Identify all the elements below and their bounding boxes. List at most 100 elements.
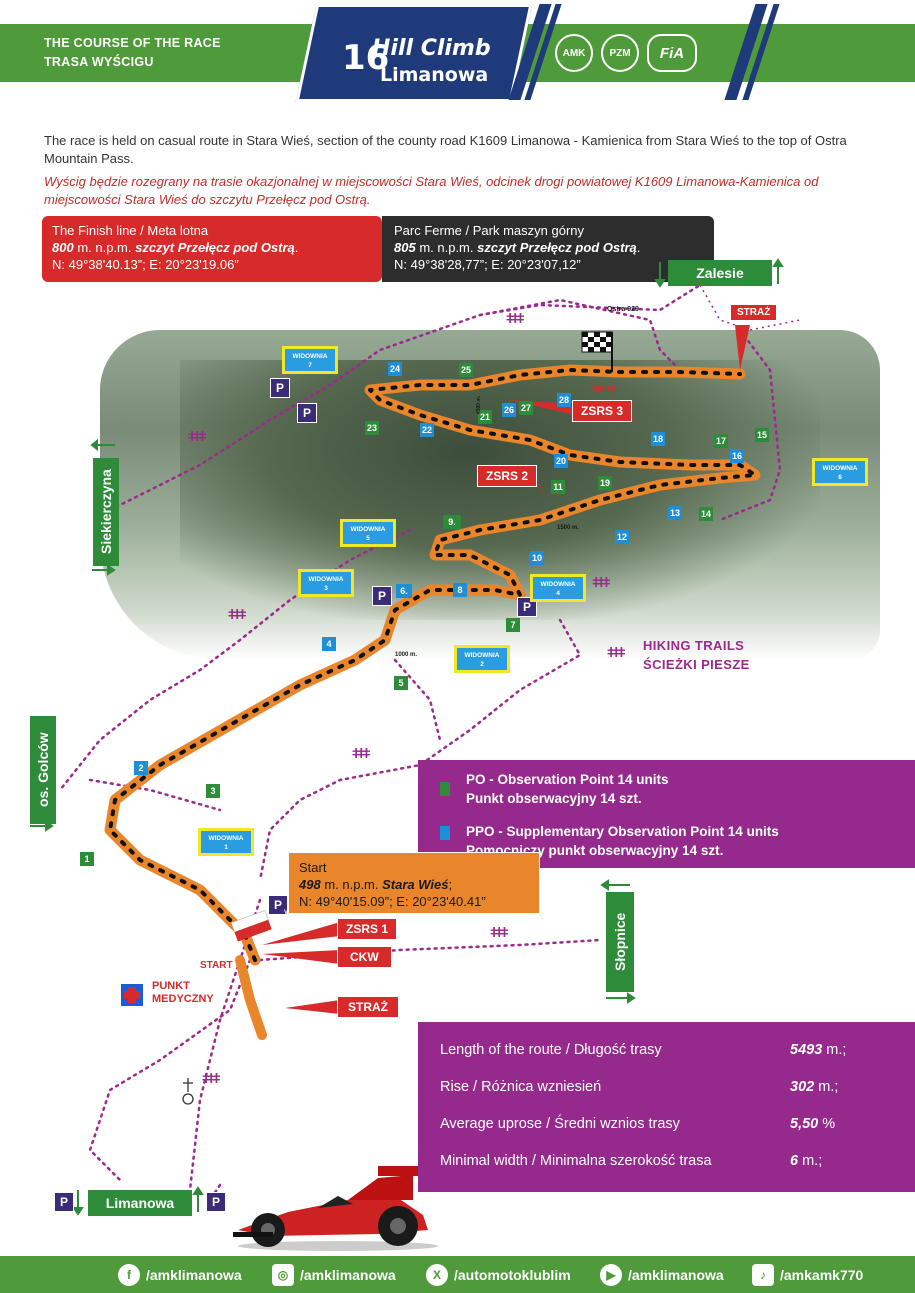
hiker-icon: ǂǂǂ — [228, 606, 246, 622]
hiking-legend-icon: ǂǂǂ — [607, 644, 625, 660]
logo-line2: Limanowa — [380, 64, 489, 86]
parking-icon: P — [206, 1192, 226, 1212]
start-lead — [235, 955, 267, 1040]
race-route — [104, 364, 761, 1040]
tiktok-icon: ♪ — [752, 1264, 774, 1286]
header-title: THE COURSE OF THE RACE TRASA WYŚCIGU — [44, 34, 221, 72]
trail-east — [718, 328, 782, 522]
logo-line1: Hill Climb — [372, 36, 491, 61]
ppo-marker-20: 20 — [554, 454, 568, 468]
header-title-pl: TRASA WYŚCIGU — [44, 55, 154, 69]
start-flag-icon — [230, 910, 272, 942]
po-marker-19: 19 — [598, 476, 612, 490]
po-marker-11: 11 — [551, 480, 565, 494]
ppo-marker-16: 16 — [730, 449, 744, 463]
po-marker-25: 25 — [459, 363, 473, 377]
start-label: START — [200, 960, 233, 971]
stat-label: Rise / Różnica wzniesień — [440, 1079, 602, 1095]
hiker-icon: ǂǂǂ — [490, 924, 508, 940]
logo-number: 16 — [342, 38, 390, 78]
ppo-marker-4: 4 — [322, 637, 336, 651]
trail-west — [58, 528, 412, 792]
start-info-box: Start 498 m. n.p.m. Stara Wieś; N: 49°40… — [288, 852, 540, 914]
minor-roads — [699, 284, 801, 331]
x-link[interactable]: X /automotoklublim — [426, 1264, 571, 1286]
parc-place: szczyt Przełęcz pod Ostrą — [477, 240, 637, 255]
po-marker-3: 3 — [206, 784, 220, 798]
parking-icon: P — [270, 378, 290, 398]
stat-value: 6 — [790, 1153, 799, 1169]
ppo-marker-13: 13 — [668, 506, 682, 520]
parking-icon: P — [372, 586, 392, 606]
route-checkers — [108, 368, 757, 962]
footer-bar: f /amklimanowa ◎ /amklimanowa X /automot… — [0, 1256, 915, 1293]
intro-english: The race is held on casual route in Star… — [44, 133, 847, 166]
tiktok-link[interactable]: ♪ /amkamk770 — [752, 1264, 863, 1286]
youtube-icon: ▶ — [600, 1264, 622, 1286]
stat-row: Minimal width / Minimalna szerokość tras… — [440, 1153, 823, 1169]
facebook-link[interactable]: f /amklimanowa — [118, 1264, 242, 1286]
parc-coords: N: 49°38'28,77”; E: 20°23'07,12” — [394, 257, 581, 272]
race-car-illustration — [233, 1166, 438, 1251]
hiker-icon: ǂǂǂ — [188, 428, 206, 444]
partner-logos: AMK PZM FiA — [555, 24, 735, 82]
instagram-icon: ◎ — [272, 1264, 294, 1286]
zsrs1-tag: ZSRS 1 — [337, 918, 398, 940]
direction-arrows — [30, 258, 784, 1216]
distance-4500: 4500 m. — [476, 395, 483, 415]
trail-golcow — [88, 778, 222, 812]
po-marker-15: 15 — [755, 428, 769, 442]
start-place: Stara Wieś — [382, 877, 449, 892]
ppo-marker-28: 28 — [557, 393, 571, 407]
parking-icon: P — [54, 1192, 74, 1212]
medical-cross-icon — [121, 984, 143, 1006]
zsrs3-tag: ZSRS 3 — [572, 400, 633, 422]
hiker-icon: ǂǂǂ — [506, 310, 524, 326]
ppo-marker-24: 24 — [388, 362, 402, 376]
po-marker-5: 5 — [394, 676, 408, 690]
start-title: Start — [299, 860, 327, 875]
zsrs2-tag: ZSRS 2 — [477, 465, 538, 487]
parking-icon: P — [297, 403, 317, 423]
medical-point-label: PUNKT MEDYCZNY — [152, 980, 214, 1005]
po-legend: PO - Observation Point 14 units — [466, 772, 669, 787]
finish-coords: N: 49°38'40.13”; E: 20°23'19.06” — [52, 257, 239, 272]
header-title-en: THE COURSE OF THE RACE — [44, 36, 221, 50]
intro-polish: Wyścig będzie rozegrany na trasie okazjo… — [44, 174, 819, 207]
ppo-marker-10: 10 — [530, 551, 544, 565]
stat-label: Minimal width / Minimalna szerokość tras… — [440, 1153, 712, 1169]
ppo-marker-8: 8 — [453, 583, 467, 597]
hiking-trails-label: HIKING TRAILS ŚCIEŻKI PIESZE — [643, 638, 750, 672]
fia-logo: FiA — [647, 34, 697, 72]
parc-altitude: 805 — [394, 240, 416, 255]
club-emblem-icon: AMK — [555, 34, 593, 72]
po-marker-27: 27 — [519, 401, 533, 415]
facebook-icon: f — [118, 1264, 140, 1286]
stat-value: 5,50 — [790, 1116, 819, 1132]
ppo-marker-12: 12 — [615, 530, 629, 544]
youtube-link[interactable]: ▶ /amklimanowa — [600, 1264, 724, 1286]
direction-golcow: os. Golców — [30, 716, 56, 824]
stat-value: 302 — [790, 1079, 815, 1095]
x-icon: X — [426, 1264, 448, 1286]
direction-siekierczyna: Siekierczyna — [93, 458, 119, 566]
parc-ferme-info-box: Parc Ferme / Park maszyn górny 805 m. n.… — [382, 216, 714, 282]
fire-brigade-bottom: STRAŻ — [337, 996, 399, 1018]
start-coords: N: 49°40'15.09”; E: 20°23'40.41” — [299, 894, 486, 909]
hiker-icon: ǂǂǂ — [592, 574, 610, 590]
stat-row: Average uprose / Średni wznios trasy 5,5… — [440, 1116, 836, 1132]
instagram-link[interactable]: ◎ /amklimanowa — [272, 1264, 396, 1286]
finish-flag-icon — [581, 331, 613, 372]
parking-vip-icon: P — [268, 895, 288, 915]
route-stats-box: Length of the route / Długość trasy 5493… — [418, 1022, 915, 1192]
ppo-marker-26: 26 — [502, 403, 516, 417]
meta-label: META — [592, 384, 617, 394]
parking-icon: P — [517, 597, 537, 617]
parc-title: Parc Ferme / Park maszyn górny — [394, 223, 584, 238]
fire-brigade-top: STRAŻ — [730, 304, 778, 321]
